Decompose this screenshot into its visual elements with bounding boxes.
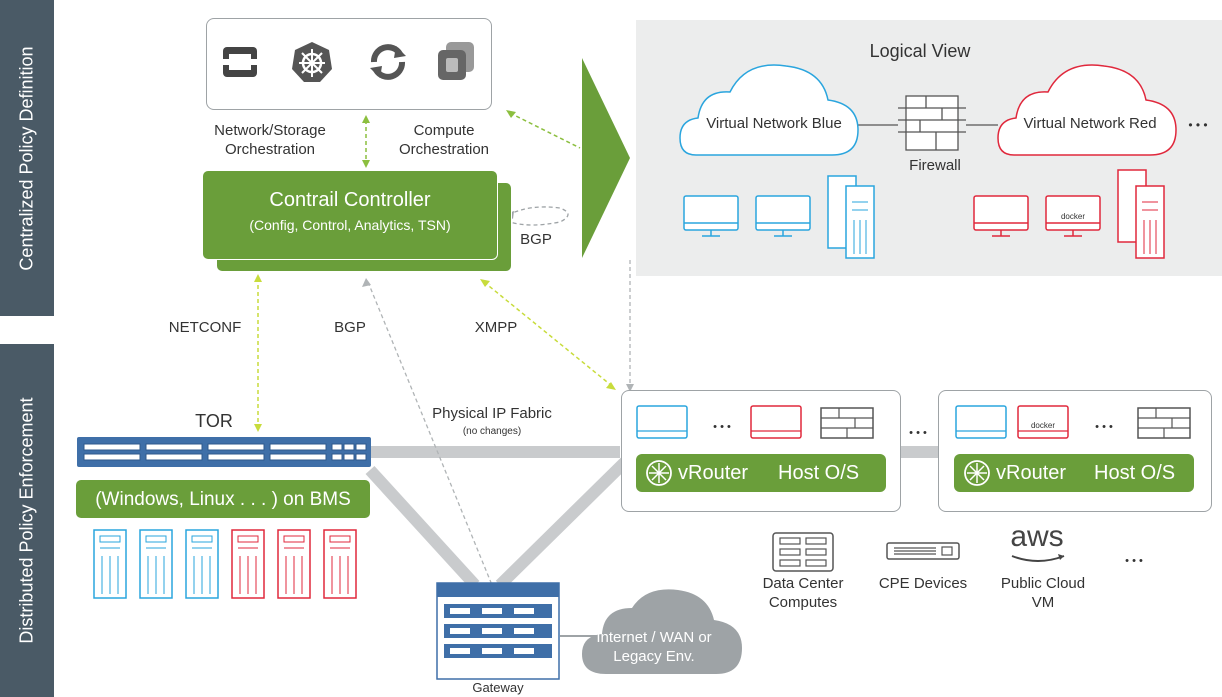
aws-logo: aws [1010, 520, 1064, 553]
network-storage-label: Network/Storage Orchestration [214, 122, 326, 158]
red-network-label: Virtual Network Red [1023, 115, 1157, 132]
between-hosts-dots: • • • [909, 427, 927, 439]
host-1-vrouter-bar: vRouter Host O/S [636, 454, 886, 492]
bms-bar: (Windows, Linux . . . ) on BMS [76, 480, 370, 518]
host-2-dots: • • • [1095, 421, 1113, 433]
fabric-title: Physical IP Fabric [432, 405, 552, 422]
internet-label: Internet / WAN or Legacy Env. [596, 629, 712, 665]
bgp-loop-label: BGP [520, 231, 552, 248]
svg-text:docker: docker [1061, 212, 1085, 221]
svg-text:docker: docker [1031, 421, 1055, 430]
public-cloud-label: Public Cloud VM [1000, 575, 1086, 611]
sync-icon [370, 44, 406, 80]
fabric-subtitle: (no changes) [462, 426, 522, 437]
vrouter-icon [646, 460, 672, 486]
firewall-label: Firewall [909, 157, 961, 174]
bgp-label: BGP [334, 319, 366, 336]
bms-servers [93, 529, 357, 599]
host-1-os-label: Host O/S [778, 462, 860, 484]
gateway-label: Gateway [472, 680, 524, 695]
netconf-label: NETCONF [168, 319, 242, 336]
vrouter-icon [964, 460, 990, 486]
kubernetes-icon [292, 42, 332, 82]
internet-cloud [582, 589, 742, 674]
openstack-icon [223, 47, 257, 77]
tor-switch [77, 437, 371, 467]
blue-network-label: Virtual Network Blue [706, 115, 842, 132]
controller-subtitle: (Config, Control, Analytics, TSN) [249, 217, 451, 233]
vmware-icon [438, 42, 474, 80]
host-1-dots: • • • [713, 421, 731, 433]
host-1-vrouter-label: vRouter [678, 462, 749, 484]
sidebar-band-top [0, 0, 54, 316]
host-2-devices: docker [955, 405, 1191, 439]
gateway-router [436, 582, 560, 680]
endpoints-more-dots: • • • [1125, 555, 1143, 567]
compute-label: Compute Orchestration [398, 122, 490, 158]
host-1-devices [636, 405, 874, 439]
cpe-label: CPE Devices [878, 575, 968, 592]
host-2-vrouter-bar: vRouter Host O/S [954, 454, 1194, 492]
logical-view-graphics: docker [679, 64, 1177, 259]
host-2-os-label: Host O/S [1094, 462, 1176, 484]
xmpp-label: XMPP [474, 319, 518, 336]
sidebar-band-bottom [0, 344, 54, 697]
cpe-device-icon [886, 542, 960, 560]
bms-label: (Windows, Linux . . . ) on BMS [95, 489, 351, 510]
aws-smile-icon [1011, 554, 1065, 562]
logical-more-dots: • • • [1188, 118, 1208, 132]
data-center-label: Data Center Computes [762, 575, 844, 611]
data-center-icon [772, 532, 834, 572]
logical-view-title: Logical View [869, 41, 971, 61]
controller-title: Contrail Controller [269, 189, 431, 211]
host-2-vrouter-label: vRouter [996, 462, 1067, 484]
tor-label: TOR [195, 411, 233, 431]
contrail-controller: Contrail Controller (Config, Control, An… [202, 170, 498, 260]
